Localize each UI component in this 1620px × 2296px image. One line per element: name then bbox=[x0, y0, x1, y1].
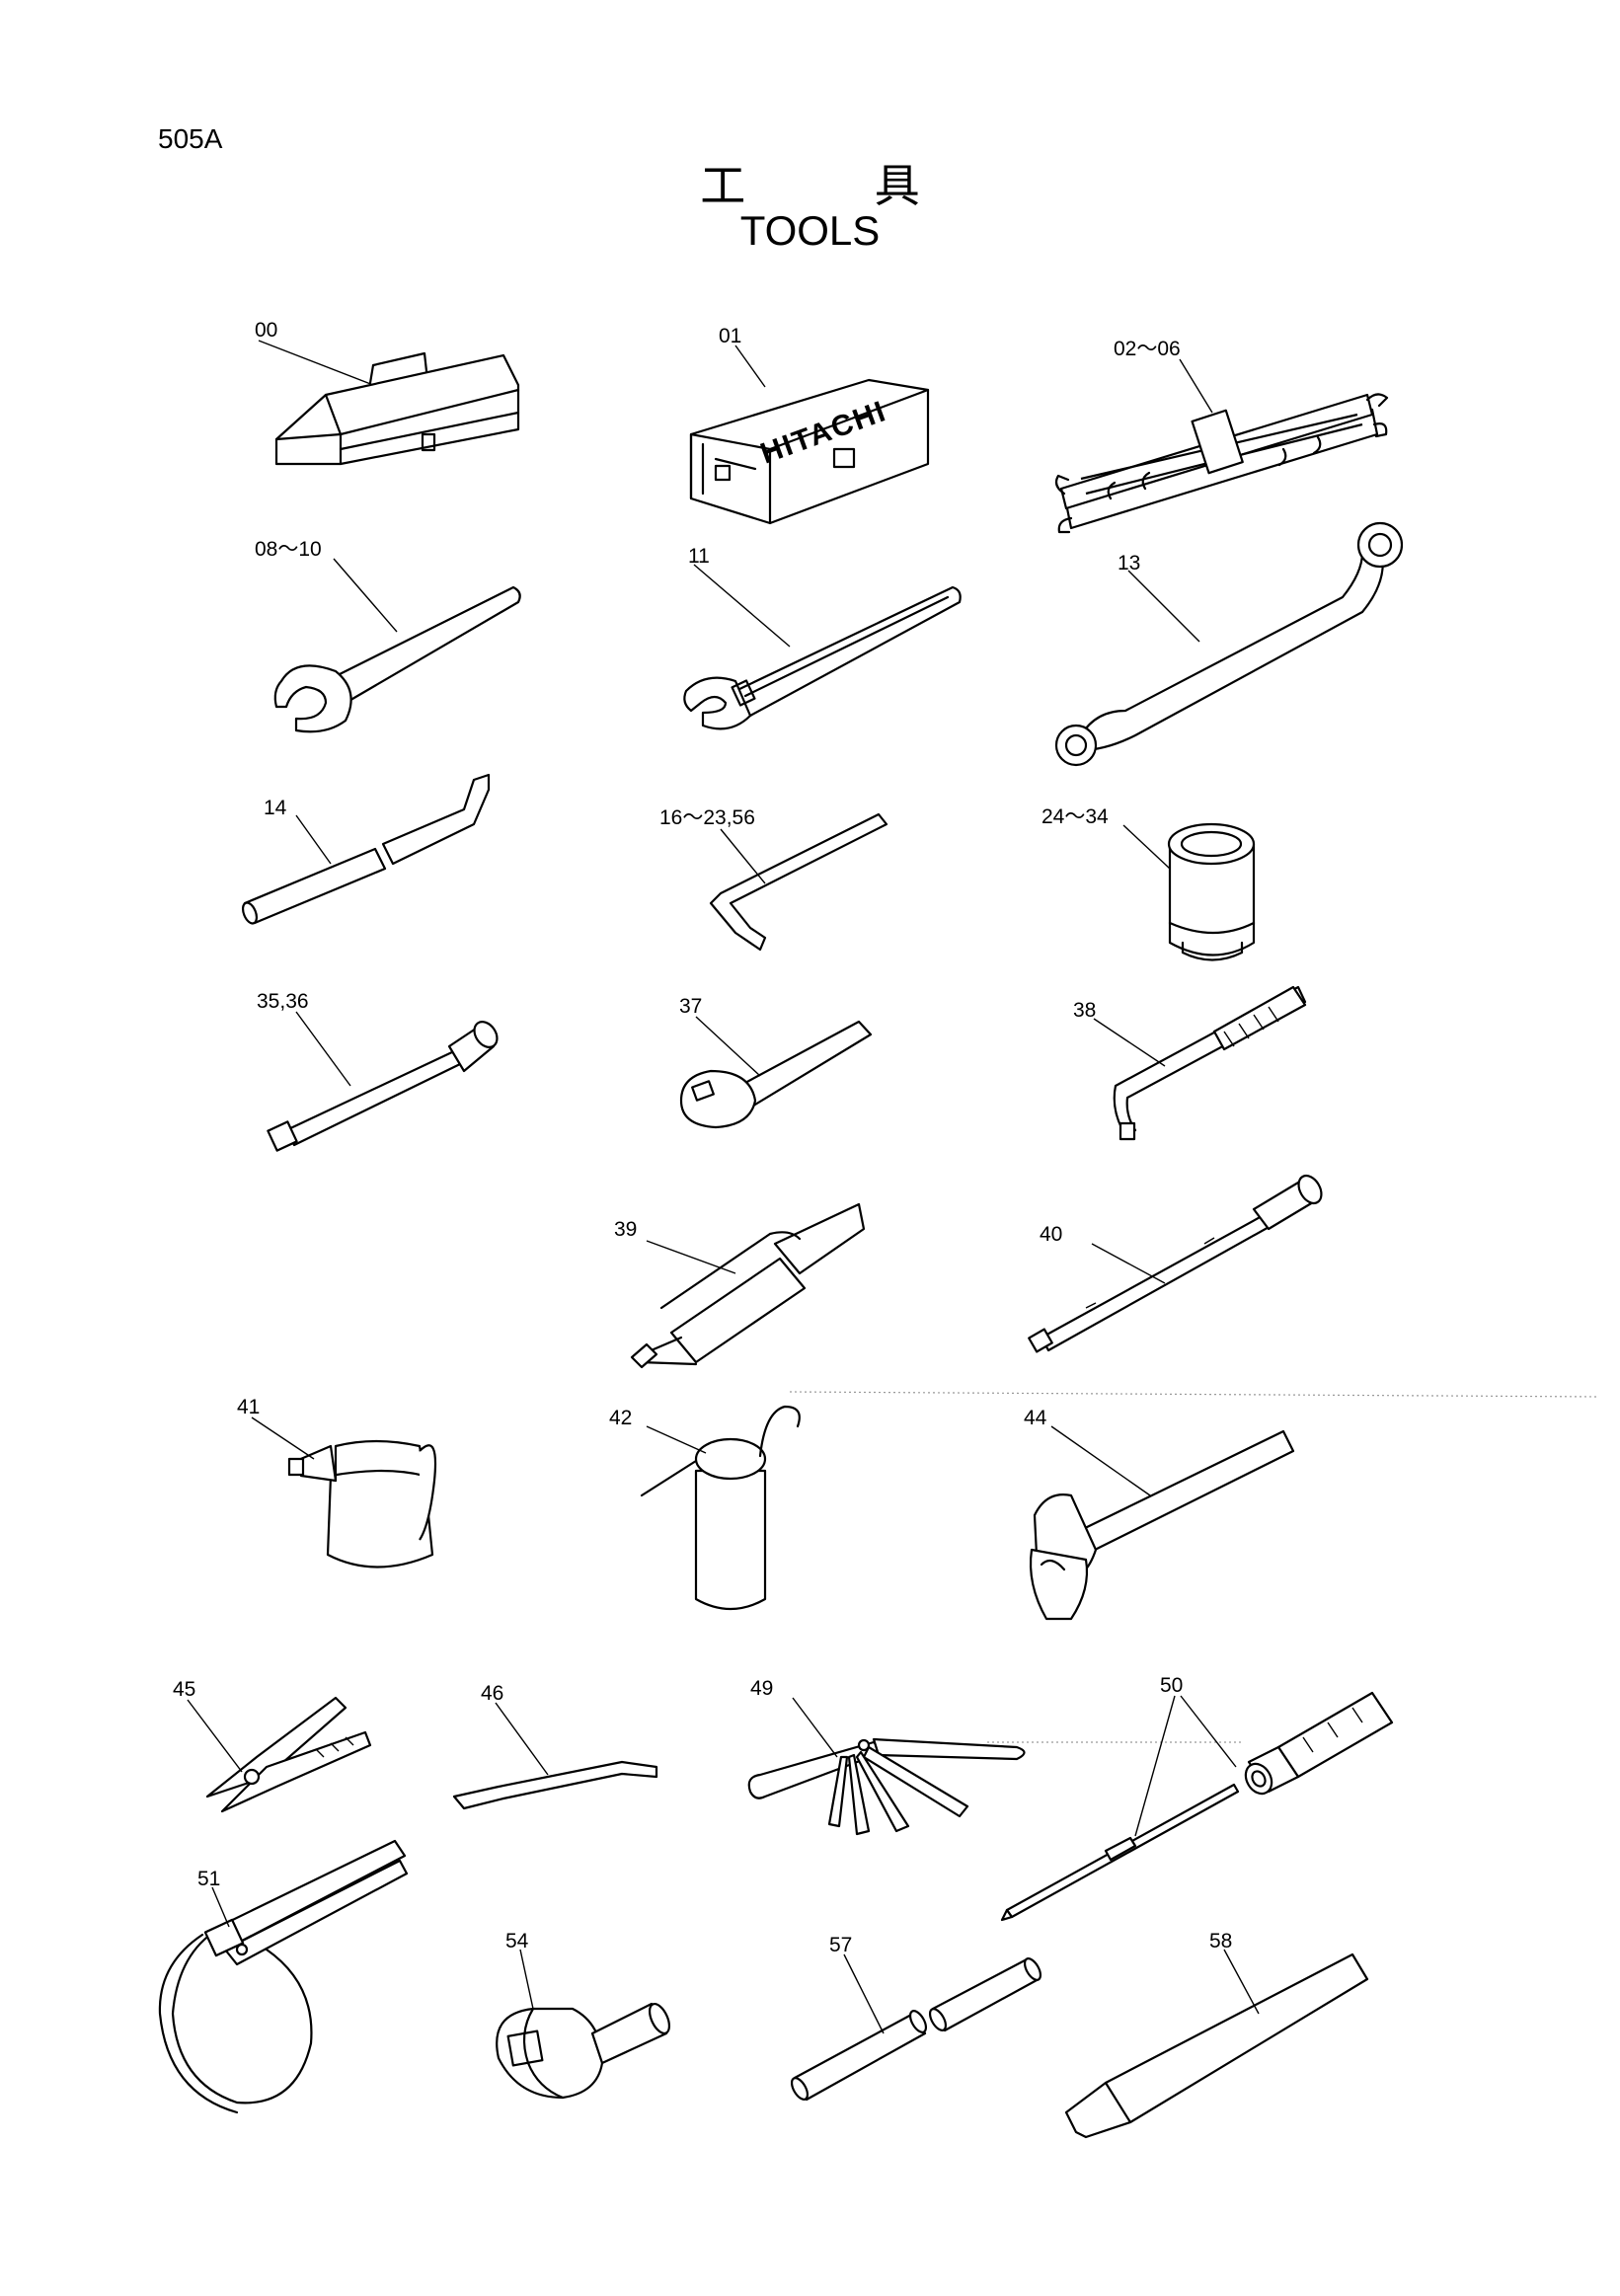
callout-label: 58 bbox=[1209, 1930, 1232, 1952]
hitachi-tool-box-drawing: HITACHI bbox=[689, 378, 930, 525]
pliers-drawing bbox=[205, 1696, 372, 1813]
extension-bar-drawing bbox=[267, 1021, 499, 1152]
chisel-drawing bbox=[1064, 1952, 1369, 2139]
l-handle-drawing bbox=[1113, 985, 1307, 1141]
callout-label: 01 bbox=[719, 325, 741, 347]
leader-line bbox=[792, 1697, 838, 1758]
page-number: 505A bbox=[158, 123, 223, 154]
leader-line bbox=[187, 1699, 243, 1773]
grease-gun-drawing bbox=[630, 1202, 866, 1369]
dotted-guide-line bbox=[789, 1391, 1600, 1398]
callout-label: 38 bbox=[1073, 999, 1096, 1022]
leader-line bbox=[1180, 1695, 1237, 1768]
spanner-set-drawing bbox=[1054, 393, 1389, 534]
leader-line bbox=[1122, 824, 1171, 870]
callout-label: 00 bbox=[255, 319, 277, 342]
screwdriver-set-drawing bbox=[1000, 1691, 1394, 1922]
threaded-rod-drawing bbox=[1028, 1174, 1323, 1353]
callout-label: 50 bbox=[1160, 1674, 1183, 1697]
socket-drawing bbox=[1167, 822, 1256, 961]
callout-label: 42 bbox=[609, 1407, 632, 1429]
leader-line bbox=[495, 1702, 549, 1776]
hex-key-drawing bbox=[709, 812, 888, 952]
leader-line bbox=[843, 1953, 885, 2034]
callout-label: 24～34 bbox=[1041, 805, 1109, 828]
leader-line bbox=[1127, 570, 1200, 643]
oiler-drawing bbox=[640, 1405, 801, 1610]
leader-line bbox=[1134, 1695, 1176, 1837]
leader-line bbox=[1179, 358, 1213, 414]
feeler-gauge-drawing bbox=[747, 1737, 1026, 1836]
adapter-socket-drawing bbox=[496, 2002, 671, 2100]
filter-wrench-drawing bbox=[158, 1839, 409, 2114]
hammer-drawing bbox=[1029, 1429, 1295, 1621]
callout-label: 49 bbox=[750, 1677, 773, 1700]
tee-handle-drawing bbox=[679, 1020, 873, 1129]
callout-label: 14 bbox=[264, 797, 287, 819]
tool-box-drawing bbox=[274, 351, 520, 466]
callout-label: 08～10 bbox=[255, 538, 322, 561]
open-end-spanner-drawing bbox=[273, 585, 521, 733]
adjustable-wrench-drawing bbox=[683, 585, 962, 730]
callout-label: 11 bbox=[688, 545, 710, 568]
leader-line bbox=[251, 1416, 315, 1460]
callout-label: 41 bbox=[237, 1396, 260, 1418]
callout-label: 13 bbox=[1118, 552, 1140, 574]
leader-line bbox=[646, 1240, 736, 1274]
leader-line bbox=[734, 344, 766, 388]
leader-line bbox=[646, 1425, 707, 1454]
callout-label: 54 bbox=[505, 1930, 529, 1952]
leader-line bbox=[211, 1886, 230, 1928]
leader-line bbox=[519, 1949, 534, 2010]
leader-line bbox=[695, 1016, 761, 1077]
callout-label: 40 bbox=[1040, 1223, 1062, 1246]
pry-bar-drawing bbox=[452, 1760, 658, 1810]
pipe-drawing bbox=[790, 1957, 1042, 2102]
ring-spanner-drawing bbox=[1054, 521, 1404, 767]
callout-label: 39 bbox=[614, 1218, 637, 1241]
leader-line bbox=[720, 828, 766, 884]
leader-line bbox=[1223, 1949, 1260, 2015]
callout-label: 57 bbox=[829, 1934, 852, 1956]
callout-label: 51 bbox=[197, 1868, 220, 1890]
callout-label: 37 bbox=[679, 995, 702, 1018]
leader-line bbox=[693, 564, 791, 648]
leader-line bbox=[295, 814, 332, 865]
leader-line bbox=[1091, 1243, 1166, 1284]
callout-label: 44 bbox=[1024, 1407, 1047, 1429]
leader-line bbox=[333, 558, 398, 633]
leader-line bbox=[1050, 1425, 1151, 1496]
title-japanese: 工 具 bbox=[700, 159, 977, 212]
leader-line bbox=[295, 1011, 351, 1087]
bar-drawing bbox=[241, 773, 491, 925]
callout-label: 35,36 bbox=[257, 990, 309, 1013]
callout-label: 16～23,56 bbox=[659, 806, 755, 829]
callout-label: 02～06 bbox=[1114, 338, 1181, 360]
title-english: TOOLS bbox=[739, 207, 881, 254]
leader-line bbox=[1093, 1018, 1166, 1067]
callout-label: 46 bbox=[481, 1682, 503, 1705]
callout-label: 45 bbox=[173, 1678, 195, 1701]
leader-line bbox=[258, 340, 374, 386]
oil-jug-drawing bbox=[287, 1439, 437, 1569]
